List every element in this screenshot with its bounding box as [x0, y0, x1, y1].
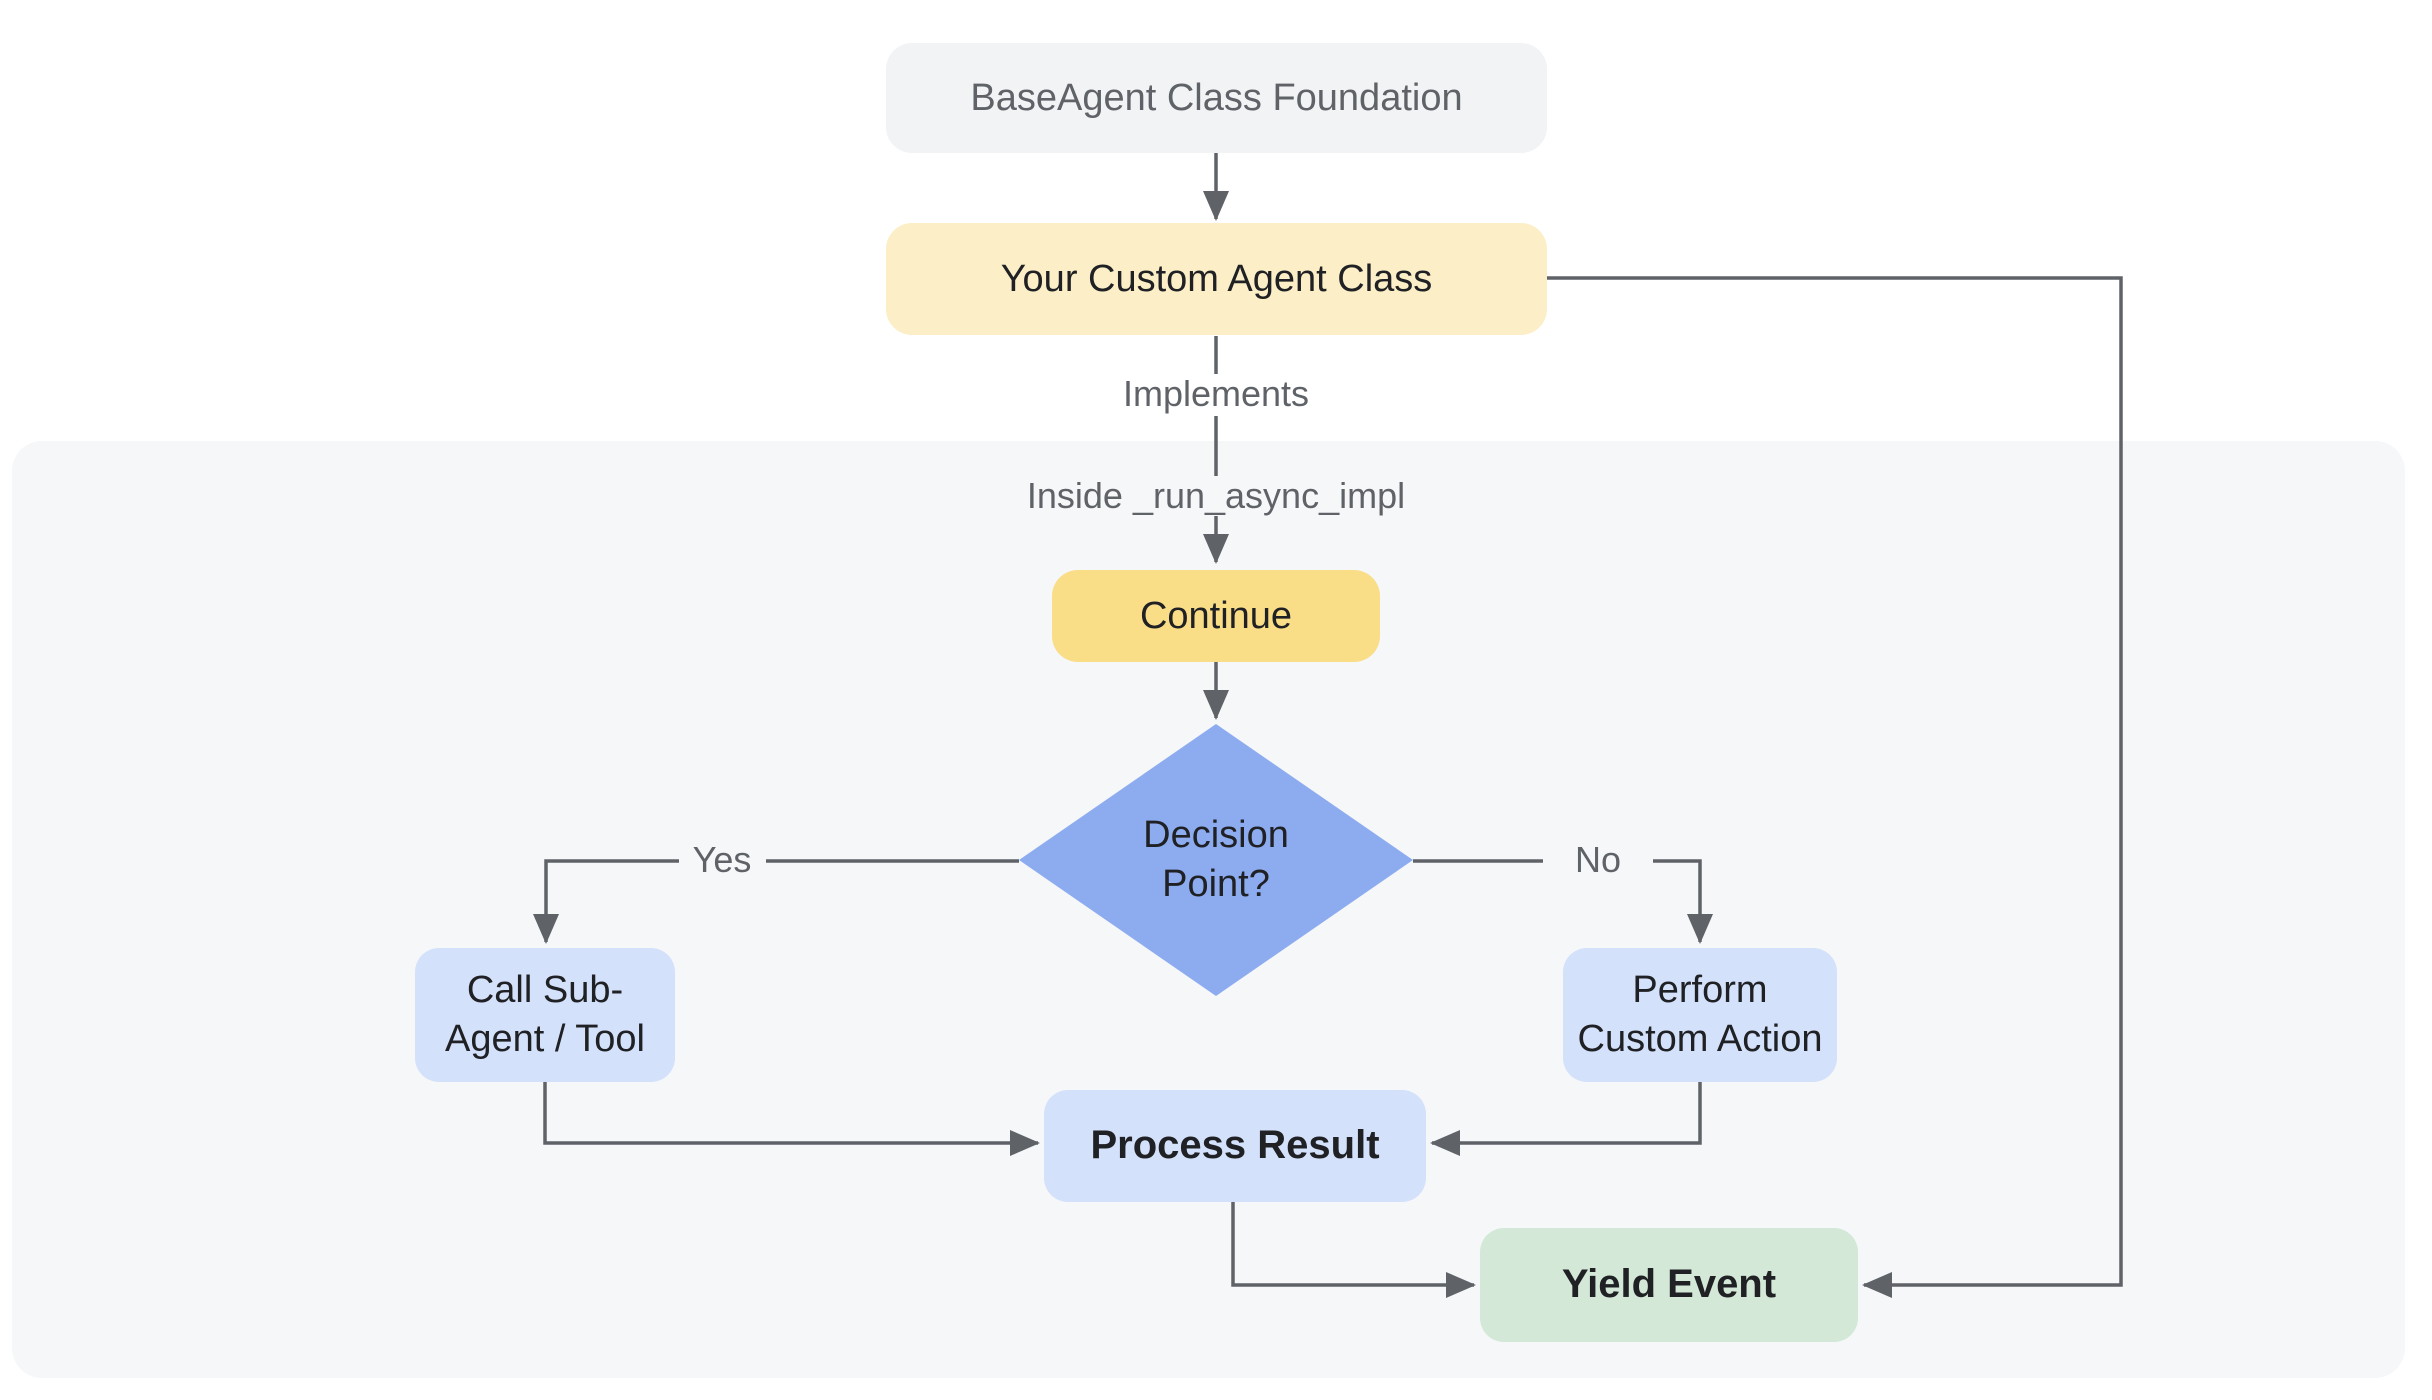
node-label-line2: Custom Action — [1577, 1018, 1823, 1060]
edge-process-to-yield — [1231, 1202, 1476, 1298]
edge-label-no: No — [1574, 839, 1622, 880]
edge-custom-to-yield — [1547, 276, 2123, 1298]
node-yield-event: Yield Event — [1480, 1228, 1858, 1342]
node-baseagent-class-foundation: BaseAgent Class Foundation — [886, 43, 1547, 153]
node-label-line1: Call Sub- — [466, 969, 624, 1012]
node-call-sub-agent-tool: Call Sub- Agent / Tool — [415, 948, 675, 1082]
node-label-line2: Point? — [1162, 863, 1270, 905]
node-label: Yield Event — [1561, 1262, 1777, 1307]
node-label: Continue — [1139, 594, 1293, 637]
edge-label-inside-run-async-impl: Inside _run_async_impl — [1026, 475, 1406, 516]
edge-perform-to-process — [1430, 1082, 1702, 1156]
node-process-result: Process Result — [1044, 1090, 1426, 1202]
node-perform-custom-action: Perform Custom Action — [1563, 948, 1837, 1082]
node-label-line1: Perform — [1632, 969, 1768, 1012]
edge-callsub-to-process — [543, 1082, 1040, 1156]
node-your-custom-agent-class: Your Custom Agent Class — [886, 223, 1547, 335]
node-label: BaseAgent Class Foundation — [970, 76, 1463, 119]
node-label-line1: Decision — [1143, 814, 1289, 857]
edge-decision-no-seg2 — [1653, 859, 1713, 944]
edge-decision-yes-seg2 — [533, 859, 679, 944]
node-label-line2: Agent / Tool — [444, 1018, 645, 1060]
edge-label-implements: Implements — [1122, 373, 1310, 414]
node-continue: Continue — [1052, 570, 1380, 662]
edge-label-yes: Yes — [692, 839, 752, 880]
node-label: Process Result — [1090, 1123, 1380, 1168]
node-label: Your Custom Agent Class — [1000, 257, 1433, 300]
